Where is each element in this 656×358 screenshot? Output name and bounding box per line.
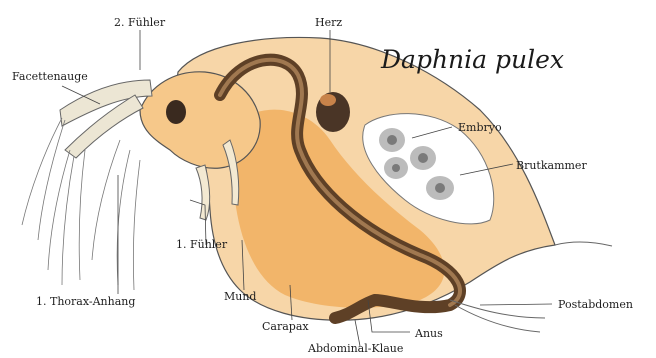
label-compound-eye: Facettenauge [12,70,88,83]
compound-eye-shape [166,100,186,124]
label-anus: Anus [415,327,443,340]
label-first-antenna: 1. Fühler [176,238,227,251]
label-first-thoracic-limb: 1. Thorax-Anhang [36,295,135,308]
diagram-title: Daphnia pulex [381,45,564,74]
label-mouth: Mund [224,290,256,303]
label-brood-chamber: Brutkammer [516,159,587,172]
label-heart: Herz [315,16,342,29]
label-second-antenna: 2. Fühler [114,16,165,29]
label-postabdomen: Postabdomen [558,298,633,311]
label-carapace: Carapax [262,320,309,333]
label-embryo: Embryo [458,121,502,134]
label-abdominal-claw: Abdominal-Klaue [308,342,403,355]
